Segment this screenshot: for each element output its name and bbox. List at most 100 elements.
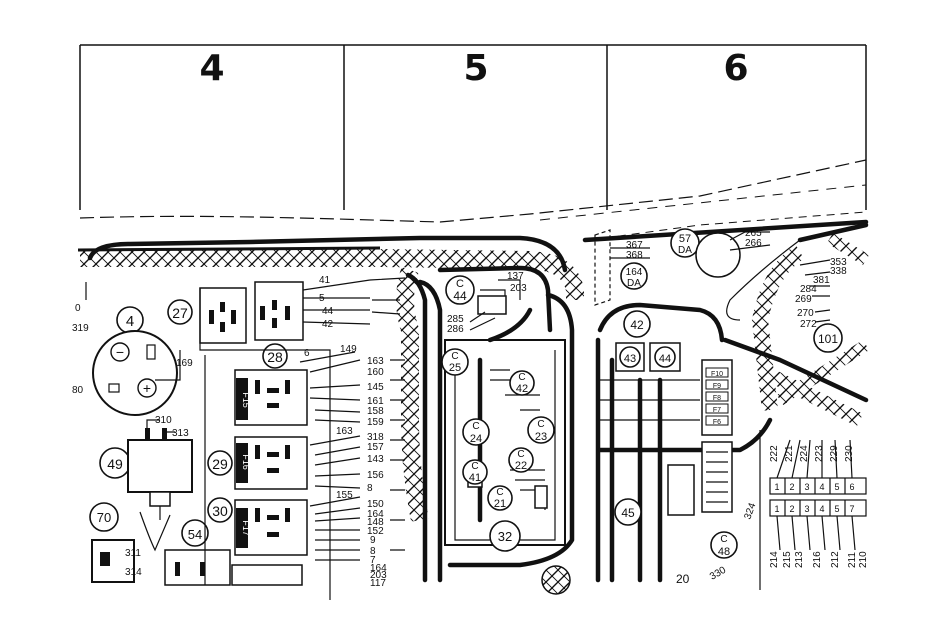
svg-text:2: 2 — [789, 504, 794, 514]
svg-text:23: 23 — [535, 431, 547, 443]
left-wiring — [85, 277, 406, 600]
svg-text:2: 2 — [789, 482, 794, 492]
svg-text:223: 223 — [814, 445, 825, 462]
svg-text:42: 42 — [630, 318, 644, 332]
zone-label-4: 4 — [199, 48, 224, 89]
svg-text:222: 222 — [769, 445, 780, 462]
svg-text:25: 25 — [449, 362, 461, 374]
svg-text:272: 272 — [800, 319, 817, 330]
svg-text:43: 43 — [624, 353, 636, 365]
svg-text:57: 57 — [679, 233, 691, 245]
svg-text:F9: F9 — [713, 383, 721, 390]
svg-text:44: 44 — [322, 306, 334, 317]
svg-text:284: 284 — [800, 284, 817, 295]
svg-text:30: 30 — [212, 503, 228, 519]
svg-text:C: C — [537, 419, 544, 430]
svg-text:163: 163 — [367, 356, 384, 367]
terminal-strip — [759, 430, 867, 590]
svg-text:319: 319 — [72, 323, 89, 334]
connector-c22: C 22 — [508, 447, 534, 473]
svg-text:7: 7 — [370, 555, 376, 566]
svg-text:143: 143 — [367, 454, 384, 465]
unit-70: 70 — [89, 502, 135, 583]
svg-text:27: 27 — [172, 305, 188, 321]
zone-label-5: 5 — [463, 48, 488, 89]
svg-text:338: 338 — [830, 266, 847, 277]
svg-text:41: 41 — [319, 275, 331, 286]
svg-text:3: 3 — [804, 482, 809, 492]
svg-text:230: 230 — [844, 445, 855, 462]
svg-text:49: 49 — [107, 456, 123, 472]
svg-text:C: C — [720, 534, 727, 545]
svg-text:313: 313 — [172, 428, 189, 439]
svg-text:215: 215 — [782, 551, 793, 568]
connector-c44: C 44 — [445, 275, 475, 305]
svg-text:310: 310 — [155, 415, 172, 426]
svg-text:28: 28 — [267, 349, 283, 365]
component-4-label: 4 — [126, 313, 134, 330]
component-32: 32 — [489, 520, 521, 552]
svg-text:1: 1 — [774, 504, 779, 514]
svg-text:F6: F6 — [713, 419, 721, 426]
battery-component: 4 − + — [92, 306, 178, 416]
svg-text:210: 210 — [858, 551, 869, 568]
fuse-f15-label: F15 — [241, 392, 251, 408]
svg-text:160: 160 — [367, 367, 384, 378]
svg-text:41: 41 — [469, 472, 481, 484]
svg-text:324: 324 — [742, 501, 758, 521]
svg-text:157: 157 — [367, 442, 384, 453]
svg-text:DA: DA — [627, 278, 641, 289]
svg-text:164: 164 — [367, 509, 384, 520]
svg-text:229: 229 — [829, 445, 840, 462]
svg-text:221: 221 — [784, 445, 795, 462]
fuse-box: 42 43 44 F10 F9 F8 F7 F6 45 — [600, 310, 733, 526]
svg-text:29: 29 — [212, 456, 228, 472]
wire-bundles — [87, 219, 869, 583]
svg-text:F10: F10 — [711, 371, 723, 378]
svg-text:269: 269 — [795, 294, 812, 305]
svg-text:137: 137 — [507, 271, 524, 282]
svg-text:156: 156 — [367, 470, 384, 481]
svg-text:148: 148 — [367, 517, 384, 528]
top-right-devices — [594, 229, 831, 323]
svg-text:216: 216 — [812, 551, 823, 568]
svg-text:3: 3 — [804, 504, 809, 514]
svg-text:F7: F7 — [713, 407, 721, 414]
svg-text:152: 152 — [367, 526, 384, 537]
svg-text:159: 159 — [367, 417, 384, 428]
da-unit-57: 57 DA — [670, 228, 700, 258]
relay-30: 30 F17 — [207, 497, 308, 556]
plus-symbol: + — [143, 380, 151, 396]
terminal-cells: 1 2 3 4 5 6 1 2 3 4 5 7 — [774, 482, 854, 514]
svg-text:1: 1 — [774, 482, 779, 492]
svg-text:155: 155 — [336, 490, 353, 501]
svg-text:5: 5 — [834, 482, 839, 492]
connector-c41: C 41 — [462, 459, 488, 485]
svg-text:22: 22 — [515, 460, 527, 472]
svg-text:368: 368 — [626, 250, 643, 261]
svg-text:C: C — [496, 487, 503, 498]
svg-text:211: 211 — [847, 552, 858, 568]
svg-text:32: 32 — [498, 529, 512, 544]
svg-text:44: 44 — [659, 353, 671, 365]
svg-text:20: 20 — [676, 572, 690, 586]
svg-text:213: 213 — [794, 551, 805, 568]
svg-text:169: 169 — [176, 358, 193, 369]
svg-text:161: 161 — [367, 396, 384, 407]
terminal-headers: 222 221 224 223 229 230 — [769, 445, 855, 462]
svg-text:7: 7 — [849, 504, 854, 514]
svg-text:54: 54 — [188, 527, 202, 542]
svg-text:C: C — [451, 351, 458, 362]
fuse-f17-label: F17 — [241, 520, 251, 536]
svg-text:163: 163 — [336, 426, 353, 437]
svg-text:285: 285 — [447, 314, 464, 325]
relay-30-wires: 155 150 164 148 152 9 8 7 164 203 117 — [336, 490, 387, 589]
svg-text:212: 212 — [830, 551, 841, 568]
svg-text:145: 145 — [367, 382, 384, 393]
relay-27: 27 — [167, 281, 304, 344]
svg-text:318: 318 — [367, 432, 384, 443]
svg-text:381: 381 — [813, 275, 830, 286]
minus-symbol: − — [116, 344, 124, 360]
svg-text:5: 5 — [834, 504, 839, 514]
svg-text:70: 70 — [97, 510, 111, 525]
